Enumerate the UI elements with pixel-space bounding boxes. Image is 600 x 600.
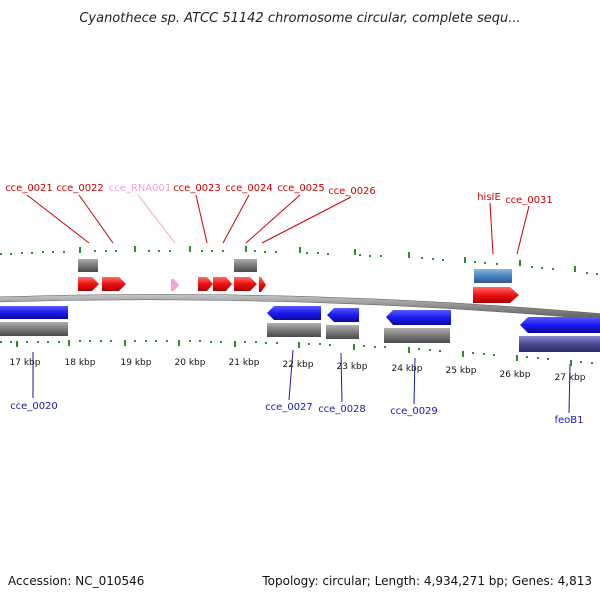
gene-arrow-cce-0023b[interactable]	[213, 277, 232, 291]
gene-block-cce-0024-upper[interactable]	[234, 259, 257, 272]
gene-label-cce-0025[interactable]: cce_0025	[277, 183, 325, 194]
gene-arrow-cce-0021[interactable]	[78, 277, 99, 291]
gene-arrow-cce-0027[interactable]	[267, 306, 321, 320]
gene-arrow-cce-0020[interactable]	[0, 306, 68, 319]
reverse-strand-features	[0, 306, 600, 352]
gene-arrow-feob1[interactable]	[520, 317, 600, 333]
gene-label-cce-0031[interactable]: cce_0031	[505, 195, 553, 206]
gene-arrow-hisie[interactable]	[473, 287, 519, 303]
tick-labels: 17 kbp 18 kbp 19 kbp 20 kbp 21 kbp 22 kb…	[10, 358, 586, 383]
gene-label-cce-rna001[interactable]: cce_RNA001	[109, 183, 172, 194]
gene-label-cce-0027[interactable]: cce_0027	[265, 402, 313, 413]
bottom-tick-row	[0, 340, 593, 366]
leader-lines	[26, 194, 571, 414]
tick-label: 19 kbp	[121, 358, 152, 368]
gene-label-hisie[interactable]: hisIE	[477, 192, 501, 203]
gene-label-cce-0029[interactable]: cce_0029	[390, 406, 438, 417]
gene-block-cce-0020-lower[interactable]	[0, 322, 68, 336]
gene-arrow-cce-0024[interactable]	[234, 277, 257, 291]
gene-arrow-cce-0026[interactable]	[259, 277, 266, 292]
gene-label-cce-0026[interactable]: cce_0026	[328, 186, 376, 197]
gene-arrow-cce-0023[interactable]	[198, 277, 213, 291]
gene-block-cce-0027-lower[interactable]	[267, 323, 321, 337]
gene-label-cce-0024[interactable]: cce_0024	[225, 183, 273, 194]
gene-arrow-cce-0022[interactable]	[102, 277, 126, 291]
tick-label: 17 kbp	[10, 358, 41, 368]
gene-label-cce-0020[interactable]: cce_0020	[10, 401, 58, 412]
tick-label: 27 kbp	[555, 373, 586, 383]
gene-arrow-cce-0028[interactable]	[327, 308, 359, 322]
tick-label: 25 kbp	[446, 366, 477, 376]
gene-label-cce-0023[interactable]: cce_0023	[173, 183, 221, 194]
gene-block-cce-0021-upper[interactable]	[78, 259, 98, 272]
gene-block-feob1-lower[interactable]	[519, 336, 600, 352]
map-title: Cyanothece sp. ATCC 51142 chromosome cir…	[79, 11, 521, 26]
top-gene-labels: cce_0021 cce_0022 cce_RNA001 cce_0023 cc…	[5, 183, 553, 206]
bottom-gene-labels: cce_0020 cce_0027 cce_0028 cce_0029 feoB…	[10, 401, 583, 426]
top-tick-row	[0, 246, 598, 275]
gene-block-hisie-upper[interactable]	[474, 269, 512, 283]
accession-text: Accession: NC_010546	[8, 574, 145, 588]
tick-label: 22 kbp	[283, 360, 314, 370]
tick-label: 20 kbp	[175, 358, 206, 368]
gene-label-cce-0022[interactable]: cce_0022	[56, 183, 104, 194]
tick-label: 26 kbp	[500, 370, 531, 380]
gene-label-cce-0028[interactable]: cce_0028	[318, 404, 366, 415]
tick-label: 23 kbp	[337, 362, 368, 372]
forward-strand-features	[78, 259, 519, 303]
gene-label-cce-0021[interactable]: cce_0021	[5, 183, 53, 194]
genome-summary-text: Topology: circular; Length: 4,934,271 bp…	[262, 574, 592, 588]
gene-label-feob1[interactable]: feoB1	[554, 415, 583, 426]
gene-arrow-cce-rna001[interactable]	[171, 279, 179, 291]
gene-block-cce-0028-lower[interactable]	[326, 325, 359, 339]
gene-block-cce-0029-lower[interactable]	[384, 328, 450, 343]
tick-label: 18 kbp	[65, 358, 96, 368]
chromosome-backbone	[0, 294, 600, 320]
tick-label: 21 kbp	[229, 358, 260, 368]
gene-arrow-cce-0029[interactable]	[386, 310, 451, 325]
tick-label: 24 kbp	[392, 364, 423, 374]
